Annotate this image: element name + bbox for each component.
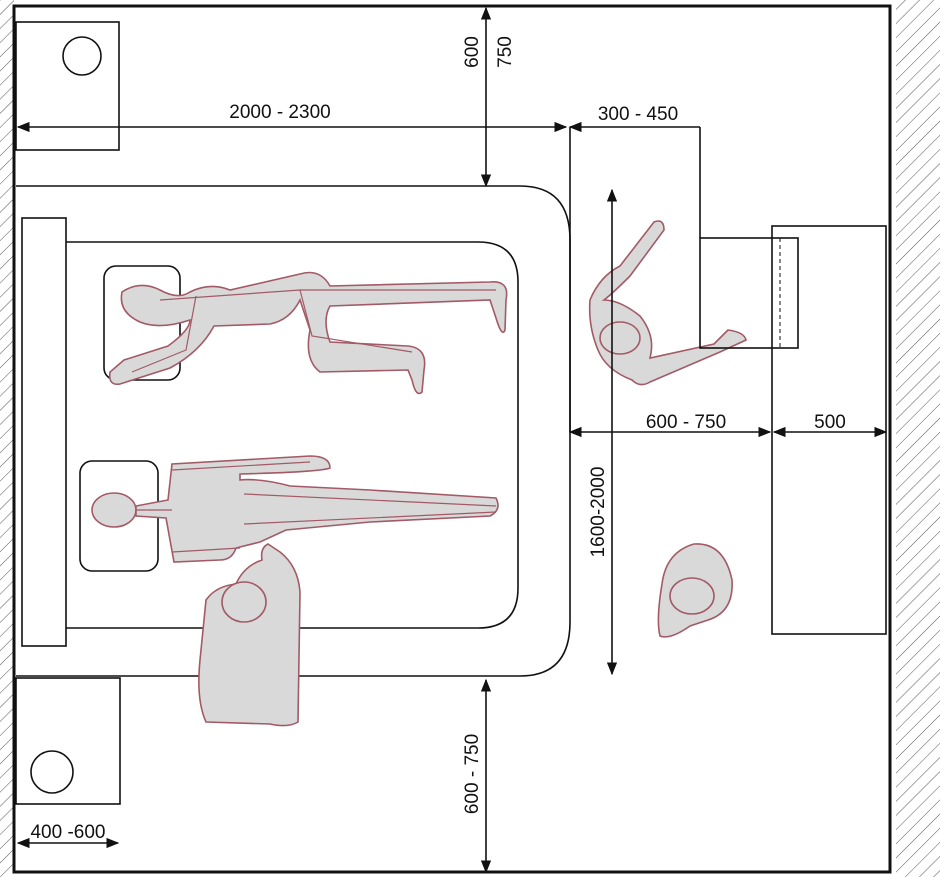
label-bed-width: 1600-2000 xyxy=(588,467,609,558)
label-bed-length: 2000 - 2300 xyxy=(229,102,330,123)
right-wall-hatch xyxy=(896,0,940,877)
label-top-clearance-b: 750 xyxy=(495,36,516,68)
nightstand-top xyxy=(15,21,120,151)
figure-at-desk xyxy=(588,220,747,386)
label-wardrobe-depth: 500 xyxy=(814,412,846,433)
chair-figure xyxy=(657,543,733,638)
figure-beside-bed xyxy=(198,543,301,727)
left-wall-hatch xyxy=(0,0,14,877)
label-bottom-clearance: 600 - 750 xyxy=(462,734,483,814)
label-nightstand-width: 400 -600 xyxy=(30,822,105,843)
label-desk-gap: 300 - 450 xyxy=(598,104,678,125)
room-outline xyxy=(12,4,892,874)
sleeping-figure-side xyxy=(108,271,508,395)
desk xyxy=(699,237,799,349)
label-top-clearance-a: 600 xyxy=(462,36,483,68)
headboard xyxy=(21,217,67,647)
sleeping-figure-back xyxy=(91,455,499,563)
label-side-clearance: 600 - 750 xyxy=(646,412,726,433)
dimension-lines xyxy=(16,6,888,874)
nightstand-bottom xyxy=(15,677,121,805)
